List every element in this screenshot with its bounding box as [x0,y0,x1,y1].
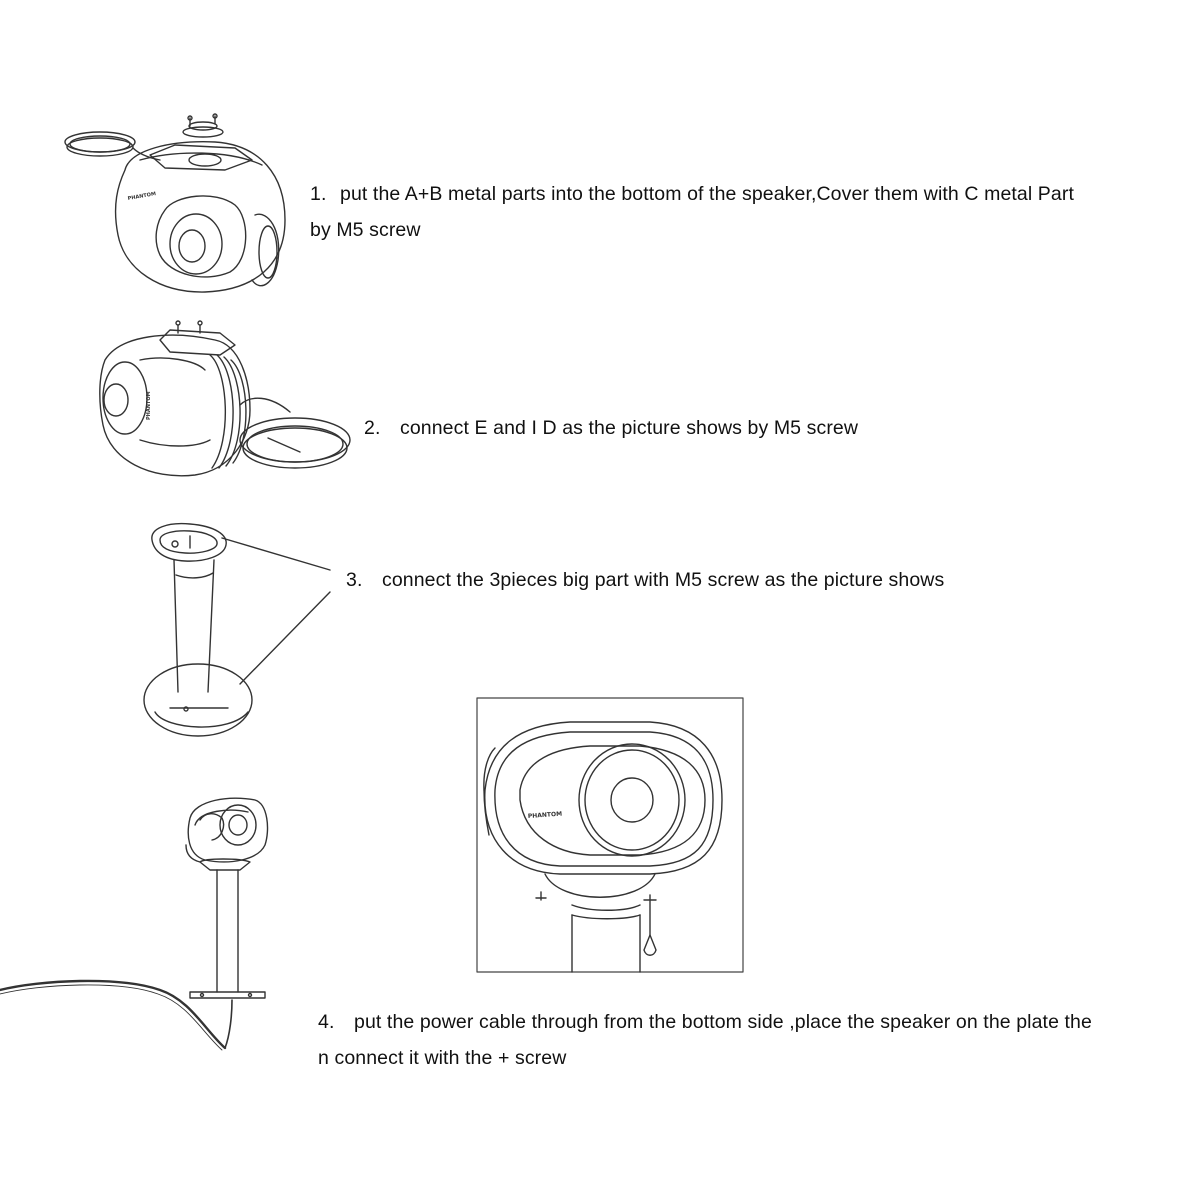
step-3-number: 3. [346,569,363,591]
step-4-line-2: n connect it with the + screw [318,1047,567,1069]
step-1-line-2: by M5 screw [310,219,421,241]
step-3-line-1: 3. connect the 3pieces big part with M5 s… [346,562,944,598]
step-2-text-line-1: connect E and I D as the picture shows b… [400,417,859,439]
detail-inset-illustration: PHANTOM [476,697,744,973]
step-1-line-1: 1. put the A+B metal parts into the botto… [310,176,1074,212]
step-3-text: 3. connect the 3pieces big part with M5 s… [346,562,944,598]
step-4-number: 4. [318,1011,335,1033]
svg-text:PHANTOM: PHANTOM [528,811,563,820]
stand-illustration [143,522,331,737]
speaker-bottom-illustration: PHANTOM [64,113,286,293]
svg-text:PHANTOM: PHANTOM [146,391,152,420]
step-4-text-line-1: put the power cable through from the bot… [354,1011,1092,1033]
step-2-number: 2. [364,417,381,439]
step-4-line-1: 4. put the power cable through from the b… [318,1004,1092,1040]
step-1-text-line-1: put the A+B metal parts into the bottom … [340,183,1074,205]
step-1-number: 1. [310,183,327,205]
assembled-stand-illustration [0,797,269,1051]
speaker-side-illustration: PHANTOM [99,320,351,477]
step-1-text: 1. put the A+B metal parts into the botto… [310,176,1074,248]
step-4-text: 4. put the power cable through from the b… [318,1004,1092,1076]
step-3-text-line-1: connect the 3pieces big part with M5 scr… [382,569,945,591]
step-2-line-1: 2. connect E and I D as the picture shows… [364,410,858,446]
brand-label: PHANTOM [127,191,156,202]
step-2-text: 2. connect E and I D as the picture shows… [364,410,858,446]
